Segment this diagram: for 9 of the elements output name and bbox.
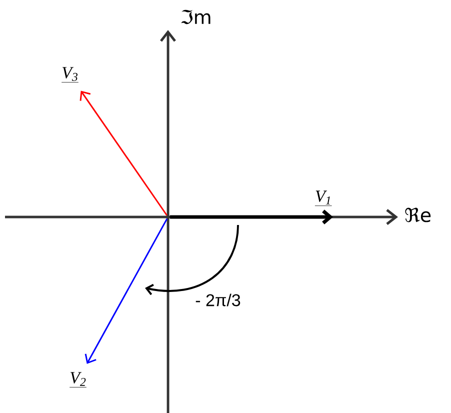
angle-label: - 2π/3 bbox=[196, 294, 240, 306]
vector-arrow bbox=[80, 90, 168, 216]
vector-arrow bbox=[84, 218, 168, 364]
vector-label: V$_{3}$ bbox=[61, 67, 79, 83]
axis-label: ℑm bbox=[181, 10, 210, 24]
axis-label: ℜe bbox=[405, 208, 431, 222]
vector-label: V$_{2}$ bbox=[69, 372, 87, 388]
vector-arrow bbox=[170, 210, 333, 224]
vector-label: V$_{1}$ bbox=[314, 190, 332, 206]
